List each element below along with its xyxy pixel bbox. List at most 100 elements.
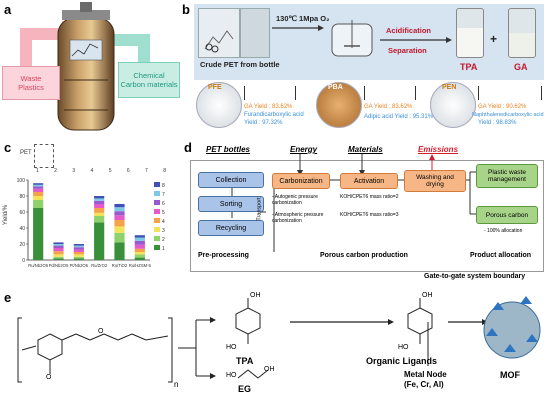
- bar-segment: [53, 257, 63, 259]
- porous-carbon-box: Porous carbon: [476, 206, 538, 224]
- footer-porous-carbon: Porous carbon production: [320, 252, 408, 259]
- tpa-oh-top: OH: [250, 292, 261, 299]
- footer-product-allocation: Product allocation: [470, 252, 531, 259]
- allocation-note: - 100% allocation: [484, 228, 522, 234]
- x-tick-label: Pt/Nb2O5: [70, 263, 89, 268]
- bar-segment: [94, 204, 104, 208]
- bar-segment: [94, 198, 104, 200]
- mass-ratio-2: KOH/CPET6 mass ratio=2: [340, 194, 399, 200]
- legend-swatch: [154, 209, 160, 214]
- bar-segment: [135, 254, 145, 257]
- washing-text: Washing and drying: [416, 174, 454, 188]
- washing-box: Washing and drying: [404, 170, 466, 192]
- y-tick-label: 100: [17, 178, 26, 184]
- auto-pressure-note: - Autogenic pressure carbonization: [272, 194, 318, 206]
- metal-node-label: Metal Node (Fe, Cr, Al): [404, 370, 447, 390]
- bar-segment: [135, 238, 145, 241]
- mof-label: MOF: [500, 370, 520, 380]
- bar-segment: [74, 257, 84, 259]
- legend-label: 6: [162, 201, 165, 207]
- x-tick-label: Ru/Nb2O5: [28, 263, 48, 268]
- plastic-waste-text: Plastic waste management: [488, 169, 526, 183]
- crude-pet-photo: [198, 8, 240, 58]
- pfe-name: PFE: [208, 84, 222, 91]
- bar-segment: [74, 247, 84, 249]
- organic-ligands-label: Organic Ligands: [366, 356, 437, 366]
- bar-segment: [53, 258, 63, 260]
- bar-segment: [74, 252, 84, 254]
- bar-segment: [33, 183, 43, 185]
- pen-yield-1: GA Yield : 90.62%: [478, 104, 526, 110]
- bar-segment: [33, 189, 43, 192]
- pen-yield-2: Naphthalenedicarboxylic acid: [472, 112, 544, 118]
- tpa-product-label: TPA: [236, 356, 253, 366]
- carbonization-text: Carbonization: [279, 178, 322, 185]
- x-tick-label: Ru/HZSM-5: [129, 263, 152, 268]
- eg-oh: OH: [264, 366, 275, 373]
- legend-swatch: [154, 227, 160, 232]
- chemical-carbon-text: Chemical Carbon materials: [120, 71, 177, 89]
- bar-segment: [94, 208, 104, 213]
- bar-segment: [74, 254, 84, 256]
- bar-segment: [94, 216, 104, 222]
- legend-label: 1: [162, 246, 165, 252]
- bar-segment: [33, 200, 43, 208]
- y-tick-label: 40: [19, 226, 25, 232]
- tpa-vial: [456, 8, 484, 58]
- bar-segment: [74, 244, 84, 246]
- legend-label: 7: [162, 192, 165, 198]
- bar-segment: [94, 222, 104, 260]
- bar-segment: [135, 252, 145, 254]
- eg-ho: HO: [226, 372, 237, 379]
- structure-highlight: [34, 144, 54, 168]
- pba-name: PBA: [328, 84, 343, 91]
- ga-label: GA: [514, 62, 528, 72]
- recycling-box: Recycling: [198, 220, 264, 236]
- acidification-label: Acidification: [386, 26, 431, 35]
- legend-swatch: [154, 236, 160, 241]
- pfe-structure: [244, 86, 296, 100]
- panel-b-label: b: [182, 2, 190, 17]
- bar-segment: [114, 204, 124, 207]
- ligand-oh: OH: [422, 292, 433, 299]
- boundary-label: Gate-to-gate system boundary: [424, 273, 525, 280]
- bar-segment: [114, 207, 124, 211]
- legend-swatch: [154, 218, 160, 223]
- bar-segment: [94, 196, 104, 198]
- pba-structure: [364, 86, 416, 100]
- y-tick-label: 20: [19, 242, 25, 248]
- bar-segment: [53, 244, 63, 246]
- legend-swatch: [154, 200, 160, 205]
- bar-segment: [114, 215, 124, 220]
- y-tick-label: 0: [22, 258, 25, 264]
- x-tick-label: Ru/TiO2: [112, 263, 128, 268]
- bar-segment: [114, 220, 124, 226]
- bar-segment: [33, 196, 43, 200]
- crude-pet-photo-2: [240, 8, 270, 58]
- plastic-waste-box: Plastic waste management: [476, 164, 538, 188]
- y-tick-label: 80: [19, 194, 25, 200]
- bar-segment: [135, 258, 145, 260]
- tpa-label: TPA: [460, 62, 477, 72]
- bar-segment: [74, 258, 84, 260]
- x-tick-label: Ru/ZrO2: [91, 263, 108, 268]
- pet-label: PET: [20, 150, 32, 156]
- collection-text: Collection: [216, 177, 247, 184]
- bar-segment: [33, 185, 43, 187]
- pen-yield-3: Yield : 98.83%: [478, 120, 516, 126]
- legend-label: 4: [162, 219, 165, 225]
- pba-yield-2: Adipic acid Yield : 95.31%: [364, 114, 433, 120]
- bar-segment: [74, 250, 84, 252]
- collection-box: Collection: [198, 172, 264, 188]
- bar-segment: [33, 208, 43, 260]
- carbonization-box: Carbonization: [272, 173, 330, 189]
- activation-text: Activation: [354, 178, 384, 185]
- waste-plastics-text: Waste Plastics: [18, 74, 44, 92]
- pet-n-label: n: [174, 380, 178, 389]
- chart-ylabel: Yield/%: [3, 205, 9, 225]
- pen-name: PEN: [442, 84, 456, 91]
- legend-label: 2: [162, 237, 165, 243]
- crude-pet-label: Crude PET from bottle: [200, 60, 280, 69]
- recycling-text: Recycling: [216, 225, 246, 232]
- bar-segment: [74, 246, 84, 248]
